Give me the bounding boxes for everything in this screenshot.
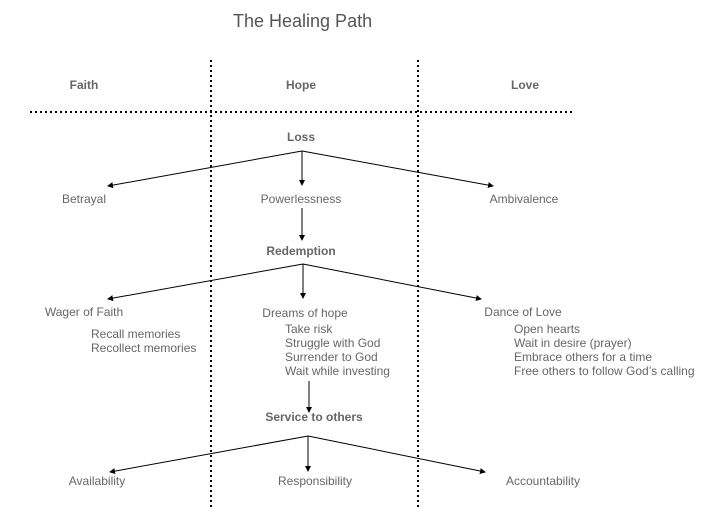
hope-sub-item: Take risk (285, 322, 333, 336)
node-accountability: Accountability (505, 474, 581, 488)
hope-sub-item: Surrender to God (285, 350, 378, 364)
node-service-to-others: Service to others (265, 410, 363, 424)
node-wager-of-faith: Wager of Faith (44, 305, 124, 319)
node-loss: Loss (286, 130, 316, 144)
arrow-service-availability (109, 435, 309, 475)
diagram-title: The Healing Path (233, 11, 373, 31)
node-redemption: Redemption (266, 244, 336, 258)
column-header-hope: Hope (286, 78, 316, 92)
node-betrayal: Betrayal (61, 192, 107, 206)
hope-sub-item: Wait while investing (285, 364, 390, 378)
arrow-redemption-dance (302, 263, 482, 301)
node-powerlessness: Powerlessness (260, 192, 342, 206)
love-sub-item: Wait in desire (prayer) (514, 336, 632, 350)
node-dance-of-love: Dance of Love (484, 305, 562, 319)
node-dreams-of-hope: Dreams of hope (262, 306, 348, 320)
love-sub-item: Embrace others for a time (514, 350, 653, 364)
node-availability: Availability (68, 474, 126, 488)
arrow-service-accountability (307, 435, 486, 474)
hope-sub-list: Take risk Struggle with God Surrender to… (285, 322, 390, 378)
love-sub-item: Free others to follow God’s calling (514, 364, 695, 378)
arrow-loss-ambivalence (301, 150, 494, 189)
arrow-loss-betrayal (107, 150, 303, 189)
node-ambivalence: Ambivalence (489, 192, 559, 206)
faith-sub-item: Recall memories (91, 327, 181, 341)
love-sub-list: Open hearts Wait in desire (prayer) Embr… (514, 322, 695, 378)
faith-sub-list: Recall memories Recollect memories (91, 327, 196, 355)
column-header-faith: Faith (69, 78, 99, 92)
arrow-redemption-wager (107, 263, 304, 302)
love-sub-item: Open hearts (514, 322, 581, 336)
node-responsibility: Responsibility (277, 474, 353, 488)
faith-sub-item: Recollect memories (91, 341, 197, 355)
hope-sub-item: Struggle with God (285, 336, 381, 350)
column-header-love: Love (510, 78, 540, 92)
